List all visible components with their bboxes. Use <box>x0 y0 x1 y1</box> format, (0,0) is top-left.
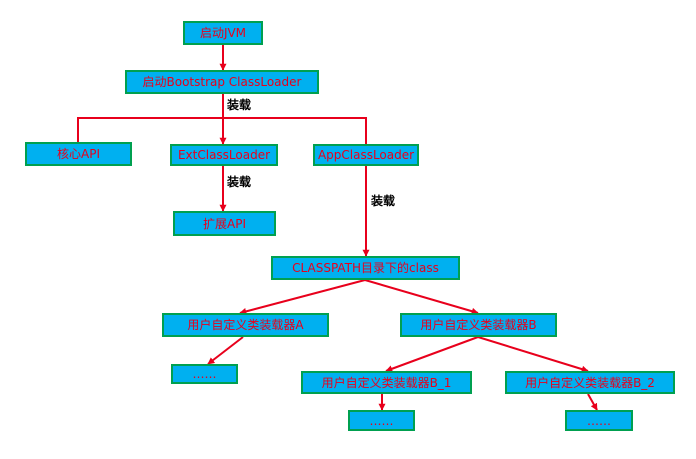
node-user-loader-b1: 用户自定义类装载器B_1 <box>301 371 472 394</box>
node-user-loader-a: 用户自定义类装载器A <box>162 313 329 337</box>
arrow-classpath-to-b <box>364 279 479 315</box>
edge-label-load-ext: 装载 <box>227 175 252 189</box>
node-ext-classloader: ExtClassLoader <box>170 144 278 166</box>
arrow-a-to-more <box>207 336 244 365</box>
node-user-loader-b: 用户自定义类装载器B <box>400 313 557 337</box>
arrow-classpath-to-a <box>239 279 366 315</box>
node-b2-ellipsis: …… <box>565 410 633 431</box>
node-classpath-class: CLASSPATH目录下的class <box>271 256 460 280</box>
node-user-loader-b2: 用户自定义类装载器B_2 <box>505 371 675 394</box>
connector-bootstrap-to-core <box>77 117 223 142</box>
edge-label-load-bootstrap: 装载 <box>227 98 252 112</box>
arrow-b-to-b1 <box>385 336 479 373</box>
node-bootstrap-classloader: 启动Bootstrap ClassLoader <box>125 70 319 94</box>
arrow-b-to-b2 <box>477 336 589 373</box>
node-a-ellipsis: …… <box>171 364 238 384</box>
connector-bootstrap-to-app <box>223 117 367 144</box>
node-start-jvm: 启动JVM <box>183 21 263 45</box>
node-ext-api: 扩展API <box>173 211 276 236</box>
node-b1-ellipsis: …… <box>348 410 415 431</box>
node-core-api: 核心API <box>25 142 132 166</box>
arrow-b2-to-more <box>587 393 598 411</box>
edge-label-load-app: 装载 <box>371 194 396 208</box>
node-app-classloader: AppClassLoader <box>313 144 419 166</box>
